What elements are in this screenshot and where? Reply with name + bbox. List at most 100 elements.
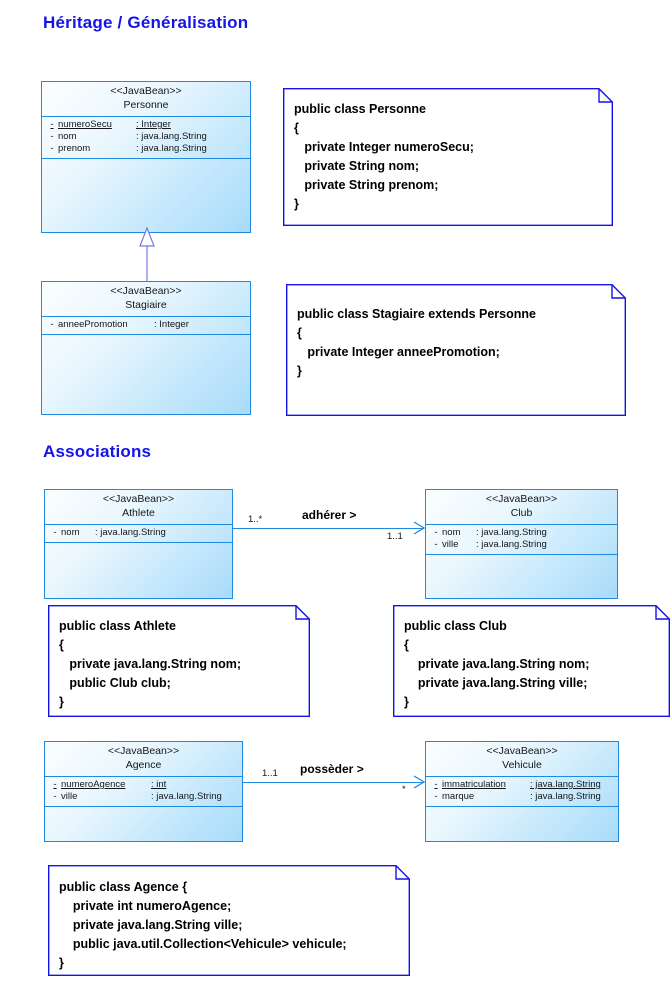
note-code-text: public class Stagiaire extends Personne … — [297, 307, 536, 378]
attribute-type: : java.lang.String — [136, 131, 207, 142]
uml-class-athlete[interactable]: <<JavaBean>> Athlete - nom : java.lang.S… — [44, 489, 233, 599]
attribute-visibility: - — [434, 539, 438, 550]
attribute-name: numeroSecu — [58, 119, 112, 130]
uml-attribute-compartment: - numeroAgence : int - ville : java.lang… — [45, 777, 242, 807]
uml-attribute-row: - prenom : java.lang.String — [42, 143, 250, 155]
section-title-heritage: Héritage / Généralisation — [43, 13, 249, 32]
section-title-associations: Associations — [43, 442, 152, 461]
uml-attribute-row: - nom : java.lang.String — [42, 131, 250, 143]
attribute-visibility: - — [434, 527, 438, 538]
note-shape-icon — [286, 284, 626, 416]
multiplicity-source-posseder: 1..1 — [262, 768, 278, 779]
uml-class-name: Personne — [123, 99, 169, 111]
uml-class-header: <<JavaBean>> Athlete — [45, 490, 232, 525]
attribute-type: : java.lang.String — [476, 539, 547, 550]
uml-attribute-row: - numeroAgence : int — [45, 779, 242, 791]
association-label-adherer: adhérer > — [302, 508, 357, 522]
uml-attribute-row: - immatriculation : java.lang.String — [426, 779, 618, 791]
attribute-type: : Integer — [154, 319, 189, 330]
association-label-posseder: possèder > — [300, 762, 364, 776]
uml-class-agence[interactable]: <<JavaBean>> Agence - numeroAgence : int… — [44, 741, 243, 842]
uml-attribute-compartment: - immatriculation : java.lang.String - m… — [426, 777, 618, 807]
uml-stereotype: <<JavaBean>> — [110, 85, 182, 97]
attribute-type: : java.lang.String — [476, 527, 547, 538]
uml-stereotype: <<JavaBean>> — [110, 285, 182, 297]
uml-class-name: Stagiaire — [125, 299, 167, 311]
uml-attribute-row: - ville : java.lang.String — [426, 539, 617, 551]
uml-class-name: Athlete — [122, 507, 155, 519]
attribute-type: : int — [151, 779, 167, 790]
note-shape-icon — [48, 865, 410, 976]
association-line-posseder[interactable] — [243, 782, 423, 783]
uml-class-header: <<JavaBean>> Personne — [42, 82, 250, 117]
attribute-visibility: - — [53, 791, 57, 802]
attribute-type: : java.lang.String — [151, 791, 222, 802]
attribute-name: anneePromotion — [58, 319, 128, 330]
attribute-name: nom — [61, 527, 80, 538]
attribute-type: : java.lang.String — [136, 143, 207, 154]
open-arrow-icon — [413, 775, 426, 789]
attribute-type: : java.lang.String — [530, 791, 601, 802]
attribute-visibility: - — [434, 791, 438, 802]
note-code-text: public class Club { private java.lang.St… — [404, 619, 590, 709]
attribute-type: : Integer — [136, 119, 171, 130]
uml-attribute-row: - nom : java.lang.String — [426, 527, 617, 539]
uml-class-club[interactable]: <<JavaBean>> Club - nom : java.lang.Stri… — [425, 489, 618, 599]
uml-class-name: Agence — [125, 759, 162, 771]
uml-class-name: Club — [510, 507, 533, 519]
note-club-code[interactable]: public class Club { private java.lang.St… — [393, 605, 670, 717]
multiplicity-target-posseder: * — [402, 784, 406, 795]
uml-attribute-row: - marque : java.lang.String — [426, 791, 618, 803]
attribute-visibility: - — [53, 527, 57, 538]
multiplicity-source-adherer: 1..* — [248, 514, 263, 525]
uml-class-vehicule[interactable]: <<JavaBean>> Vehicule - immatriculation … — [425, 741, 619, 842]
uml-class-stagiaire[interactable]: <<JavaBean>> Stagiaire - anneePromotion … — [41, 281, 251, 415]
attribute-type: : java.lang.String — [530, 779, 601, 790]
uml-class-header: <<JavaBean>> Club — [426, 490, 617, 525]
attribute-visibility: - — [50, 319, 54, 330]
uml-attribute-compartment: - nom : java.lang.String — [45, 525, 232, 543]
generalization-connector-stagiaire-personne[interactable] — [135, 226, 159, 282]
uml-attribute-row: - nom : java.lang.String — [45, 527, 232, 539]
uml-attribute-row: - anneePromotion : Integer — [42, 319, 250, 331]
attribute-visibility: - — [434, 779, 438, 790]
uml-class-name: Vehicule — [502, 759, 542, 771]
attribute-visibility: - — [53, 779, 57, 790]
uml-stereotype: <<JavaBean>> — [485, 493, 558, 505]
attribute-name: immatriculation — [442, 779, 506, 790]
open-arrow-icon — [413, 521, 426, 535]
note-personne-code[interactable]: public class Personne { private Integer … — [283, 88, 613, 226]
attribute-name: nom — [442, 527, 461, 538]
attribute-name: numeroAgence — [61, 779, 126, 790]
attribute-name: ville — [61, 791, 78, 802]
uml-stereotype: <<JavaBean>> — [102, 493, 175, 505]
association-arrowhead-adherer — [406, 518, 426, 538]
note-stagiaire-code[interactable]: public class Stagiaire extends Personne … — [286, 284, 626, 416]
uml-attribute-compartment: - nom : java.lang.String - ville : java.… — [426, 525, 617, 555]
attribute-type: : java.lang.String — [95, 527, 166, 538]
note-shape-icon — [48, 605, 310, 717]
uml-attribute-row: - ville : java.lang.String — [45, 791, 242, 803]
note-athlete-code[interactable]: public class Athlete { private java.lang… — [48, 605, 310, 717]
attribute-visibility: - — [50, 143, 54, 154]
uml-attribute-compartment: - numeroSecu : Integer - nom : java.lang… — [42, 117, 250, 159]
attribute-name: ville — [442, 539, 459, 550]
association-line-adherer[interactable] — [233, 528, 423, 529]
note-code-text: public class Athlete { private java.lang… — [59, 619, 241, 709]
attribute-visibility: - — [50, 119, 54, 130]
association-arrowhead-posseder — [406, 772, 426, 792]
uml-attribute-compartment: - anneePromotion : Integer — [42, 317, 250, 335]
uml-class-personne[interactable]: <<JavaBean>> Personne - numeroSecu : Int… — [41, 81, 251, 233]
attribute-name: marque — [442, 791, 475, 802]
note-code-text: public class Agence { private int numero… — [59, 880, 347, 970]
uml-class-header: <<JavaBean>> Stagiaire — [42, 282, 250, 317]
note-agence-code[interactable]: public class Agence { private int numero… — [48, 865, 410, 976]
note-shape-icon — [393, 605, 670, 717]
attribute-name: nom — [58, 131, 77, 142]
generalization-arrow-icon — [139, 226, 155, 282]
attribute-visibility: - — [50, 131, 54, 142]
uml-stereotype: <<JavaBean>> — [107, 745, 180, 757]
multiplicity-target-adherer: 1..1 — [387, 531, 403, 542]
attribute-name: prenom — [58, 143, 91, 154]
note-shape-icon — [283, 88, 613, 226]
